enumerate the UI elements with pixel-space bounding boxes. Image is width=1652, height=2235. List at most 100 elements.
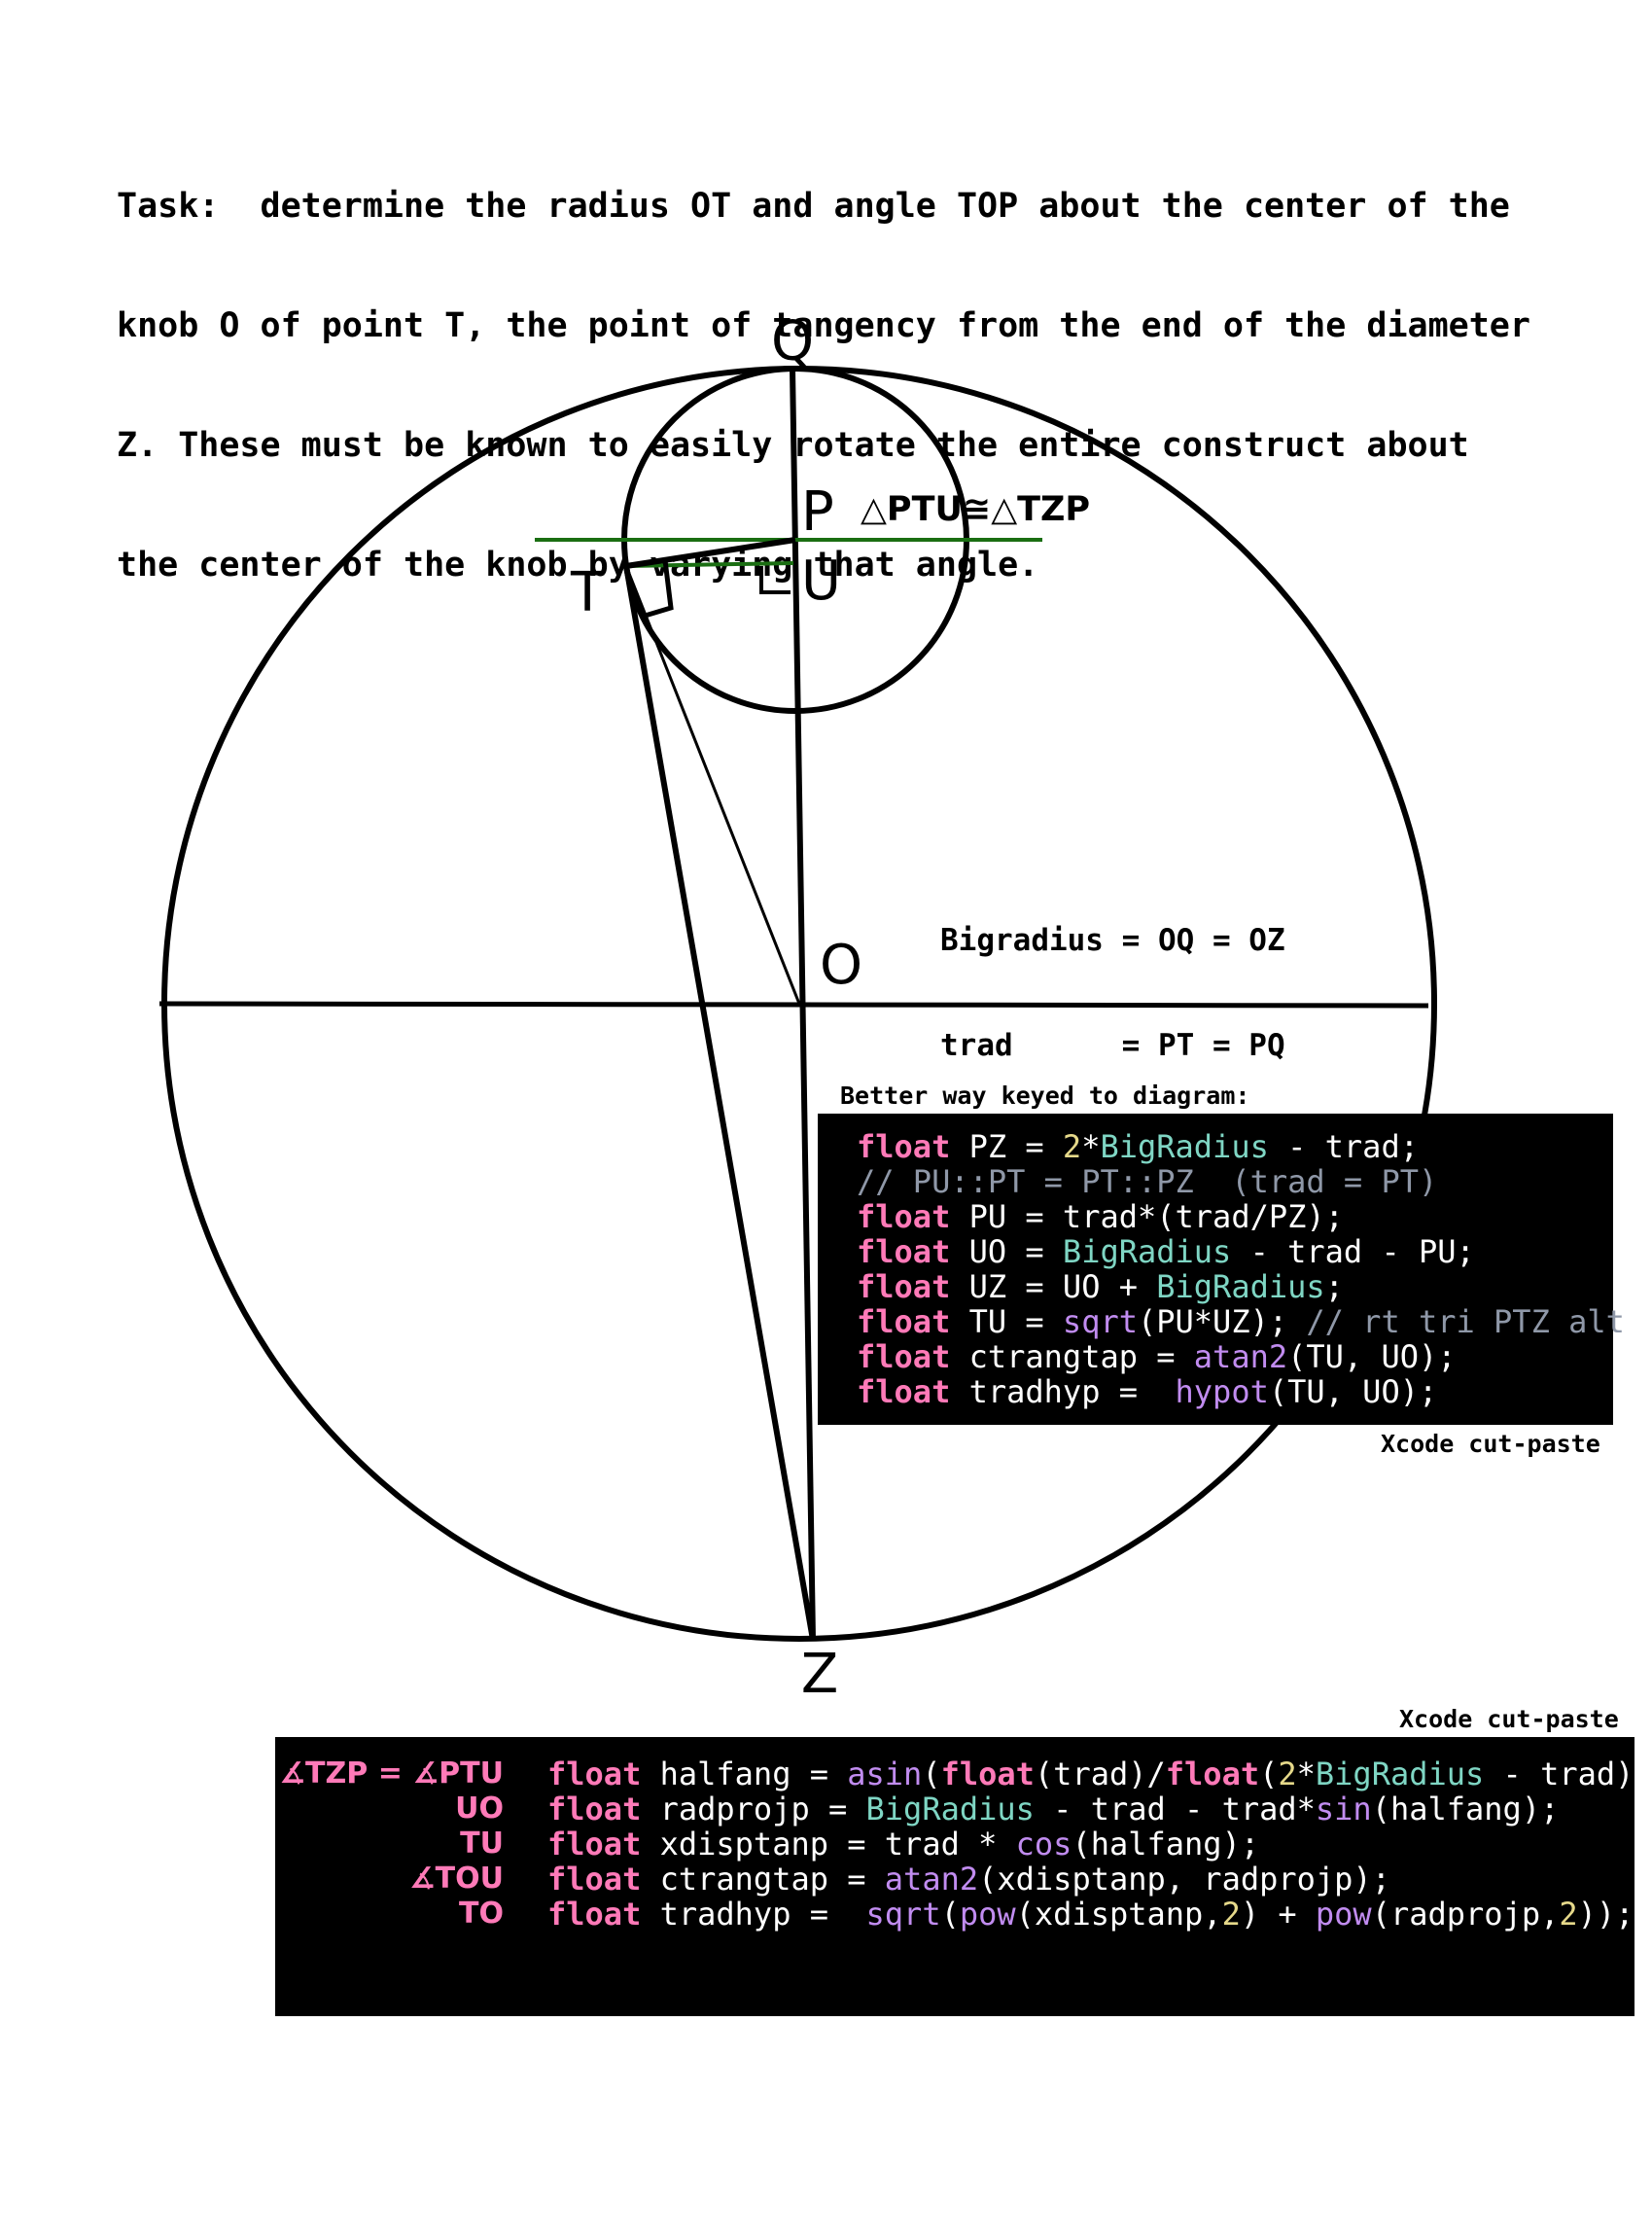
right-angle-mark-T xyxy=(641,559,674,620)
segment-TO xyxy=(624,565,801,1005)
congruence-label: △PTU≅△TZP xyxy=(861,490,1090,529)
code-token: tradhyp = xyxy=(641,1896,866,1933)
code-token: float xyxy=(857,1338,951,1375)
code-line: float UO = BigRadius - trad - PU; xyxy=(857,1234,1625,1269)
code-token: UO = xyxy=(950,1233,1063,1270)
code-token: float xyxy=(547,1896,642,1933)
code-token: hypot xyxy=(1175,1373,1269,1410)
code-box-1-footer: Xcode cut-paste xyxy=(1381,1430,1600,1458)
task-line: knob O of point T, the point of tangency… xyxy=(117,306,1530,345)
code-token: BigRadius xyxy=(1062,1233,1232,1270)
label-T: T xyxy=(570,561,605,624)
task-line: Task: determine the radius OT and angle … xyxy=(117,187,1510,226)
code-line: float ctrangtap = atan2(TU, UO); xyxy=(857,1339,1625,1374)
code-token: (halfang); xyxy=(1371,1791,1560,1827)
code-token: // PU::PT = PT::PZ (trad = PT) xyxy=(857,1163,1438,1200)
horizontal-diameter xyxy=(158,1001,1429,1009)
code-line: float PZ = 2*BigRadius - trad; xyxy=(857,1129,1625,1164)
code-token: TU = xyxy=(950,1303,1063,1340)
definition-line: Bigradius = OQ = OZ xyxy=(940,923,1285,958)
segment-TZ xyxy=(623,565,816,1641)
code-token: tradhyp = xyxy=(950,1373,1176,1410)
code-token: (trad)/ xyxy=(1034,1756,1166,1792)
code-token: float xyxy=(940,1756,1035,1792)
segment-PT xyxy=(625,537,796,569)
code-token: float xyxy=(857,1233,951,1270)
code-token: * xyxy=(1081,1128,1101,1165)
code-token: - trad - PU; xyxy=(1231,1233,1475,1270)
code-token: float xyxy=(857,1373,951,1410)
code-token: BigRadius xyxy=(1315,1756,1485,1792)
definitions: Bigradius = OQ = OZ trad = PT = PQ xyxy=(940,853,1285,1098)
code-token: 2 xyxy=(1278,1756,1297,1792)
code-line: // PU::PT = PT::PZ (trad = PT) xyxy=(857,1164,1625,1199)
code-token: ) + xyxy=(1240,1896,1316,1933)
code-token: - trad)); xyxy=(1502,1756,1652,1792)
code-token: float xyxy=(857,1303,951,1340)
code-box-1-lines: float PZ = 2*BigRadius - trad;// PU::PT … xyxy=(857,1129,1625,1409)
code-token: PZ = xyxy=(950,1128,1063,1165)
code-token: float xyxy=(547,1861,642,1898)
label-O: O xyxy=(820,934,862,997)
code-token: sqrt xyxy=(865,1896,941,1933)
code-line: float PU = trad*(trad/PZ); xyxy=(857,1199,1625,1234)
code-token: halfang = xyxy=(641,1756,848,1792)
code-token: sqrt xyxy=(1062,1303,1138,1340)
code-token: * xyxy=(1296,1756,1316,1792)
code-token: ; xyxy=(1324,1268,1344,1305)
code-token: pow xyxy=(1315,1896,1372,1933)
code-token: (PU*UZ); xyxy=(1137,1303,1307,1340)
code-token: float xyxy=(1165,1756,1260,1792)
code-token: ( xyxy=(922,1756,941,1792)
code-line: float xdisptanp = trad * cos(halfang); xyxy=(547,1827,1652,1862)
code-token: - trad; xyxy=(1268,1128,1419,1165)
label-U: U xyxy=(801,550,841,613)
code-token: ctrangtap = xyxy=(641,1861,885,1898)
code-token: (xdisptanp, xyxy=(1015,1896,1222,1933)
code-annotation: TO xyxy=(459,1897,504,1931)
code-box-2-lines: float halfang = asin(float(trad)/float(2… xyxy=(547,1756,1652,1932)
code-box-1-caption: Better way keyed to diagram: xyxy=(840,1082,1250,1110)
code-annotation: ∡TZP = ∡PTU xyxy=(279,1756,504,1791)
code-token: - trad - trad* xyxy=(1034,1791,1316,1827)
code-line: float ctrangtap = atan2(xdisptanp, radpr… xyxy=(547,1862,1652,1897)
code-annotation: ∡TOU xyxy=(408,1862,504,1896)
code-line: float radprojp = BigRadius - trad - trad… xyxy=(547,1792,1652,1827)
code-box-1: float PZ = 2*BigRadius - trad;// PU::PT … xyxy=(818,1114,1625,1425)
code-token: (TU, UO); xyxy=(1287,1338,1457,1375)
guide-line-TU xyxy=(625,561,794,568)
code-token: 2 xyxy=(1221,1896,1241,1933)
label-P: P xyxy=(801,480,834,544)
code-token: float xyxy=(857,1268,951,1305)
code-token: (TU, UO); xyxy=(1268,1373,1438,1410)
code-token: radprojp = xyxy=(641,1791,866,1827)
right-angle-mark-U xyxy=(759,566,791,594)
code-token: pow xyxy=(959,1896,1016,1933)
code-token: (halfang); xyxy=(1072,1826,1260,1862)
label-Z: Z xyxy=(801,1643,838,1706)
code-token: // rt tri PTZ alt xyxy=(1306,1303,1625,1340)
code-token: 2 xyxy=(1062,1128,1082,1165)
code-token: ( xyxy=(1259,1756,1279,1792)
code-token: (xdisptanp, radprojp); xyxy=(978,1861,1390,1898)
code-line: float tradhyp = hypot(TU, UO); xyxy=(857,1374,1625,1409)
code-token: PU = trad*(trad/PZ); xyxy=(950,1198,1344,1235)
code-annotation: TU xyxy=(460,1827,504,1861)
code-token: atan2 xyxy=(1193,1338,1288,1375)
code-token: ( xyxy=(940,1896,960,1933)
code-token: (radprojp, xyxy=(1371,1896,1560,1933)
code-line: float UZ = UO + BigRadius; xyxy=(857,1269,1625,1304)
code-token: UZ = UO + xyxy=(950,1268,1157,1305)
code-token: atan2 xyxy=(884,1861,979,1898)
code-token: float xyxy=(547,1791,642,1827)
code-token: ctrangtap = xyxy=(950,1338,1194,1375)
code-line: float halfang = asin(float(trad)/float(2… xyxy=(547,1756,1652,1792)
code-line: float tradhyp = sqrt(pow(xdisptanp,2) + … xyxy=(547,1897,1652,1932)
code-token: cos xyxy=(1015,1826,1072,1862)
code-token: float xyxy=(547,1826,642,1862)
code-token: xdisptanp = trad * xyxy=(641,1826,1016,1862)
definition-line: trad = PT = PQ xyxy=(940,1028,1285,1063)
code-token: BigRadius xyxy=(865,1791,1035,1827)
